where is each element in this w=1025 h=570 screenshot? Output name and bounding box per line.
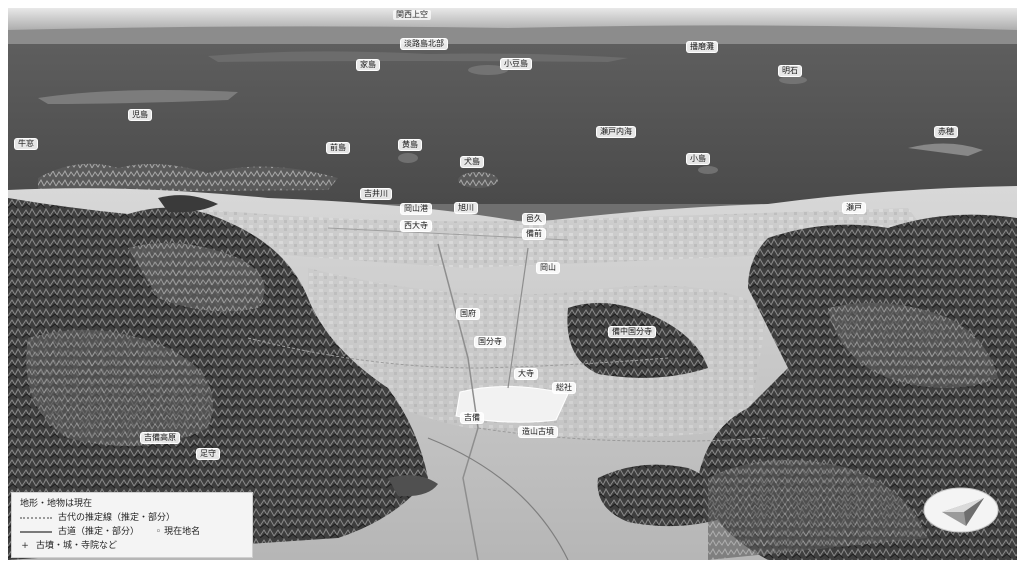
aerial-map: 関西上空 淡路島北部 小豆島 家島 播磨灘 明石 児島 牛窓 瀬戸内海 前島 黄…: [8, 8, 1017, 560]
place-label: 黄島: [398, 139, 422, 151]
place-label: 邑久: [522, 213, 546, 225]
legend-title: 地形・地物は現在: [20, 499, 93, 509]
place-label: 赤穂: [934, 126, 958, 138]
place-label: 小島: [686, 153, 710, 165]
place-label: 備前: [522, 228, 546, 240]
place-label: 備中国分寺: [608, 326, 656, 338]
place-label: 西大寺: [400, 220, 432, 232]
place-label: 吉井川: [360, 188, 392, 200]
north-arrow-icon: [923, 487, 999, 533]
mark-symbol-icon: ◦: [155, 527, 162, 537]
map-legend: 地形・地物は現在 古代の推定線（推定・部分） 古道（推定・部分） ◦ 現在地名 …: [11, 492, 253, 558]
place-label: 児島: [128, 109, 152, 121]
place-label: 造山古墳: [518, 426, 558, 438]
legend-label: 古道（推定・部分）: [58, 527, 140, 537]
place-label: 瀬戸: [842, 202, 866, 214]
place-label: 足守: [196, 448, 220, 460]
legend-row-dot: + 古墳・城・寺院など: [20, 539, 244, 553]
terrain-image: [8, 8, 1017, 560]
place-label: 吉備高原: [140, 432, 180, 444]
place-label: 大寺: [514, 368, 538, 380]
place-label: 吉備: [460, 412, 484, 424]
legend-label: 古墳・城・寺院など: [36, 541, 118, 551]
legend-row-solid: 古道（推定・部分） ◦ 現在地名: [20, 525, 244, 539]
legend-label: 古代の推定線（推定・部分）: [58, 513, 176, 523]
place-label: 旭川: [454, 202, 478, 214]
place-label: 家島: [356, 59, 380, 71]
place-label: 瀬戸内海: [596, 126, 636, 138]
place-label: 国府: [456, 308, 480, 320]
place-label: 明石: [778, 65, 802, 77]
dotted-line-swatch: [20, 516, 52, 519]
place-label: 岡山港: [400, 203, 432, 215]
place-label: 前島: [326, 142, 350, 154]
place-label: 播磨灘: [686, 41, 718, 53]
map-title: 関西上空: [393, 10, 431, 20]
place-label: 淡路島北部: [400, 38, 448, 50]
place-label: 牛窓: [14, 138, 38, 150]
legend-label: 現在地名: [164, 527, 201, 537]
place-label: 国分寺: [474, 336, 506, 348]
solid-line-swatch: [20, 530, 52, 533]
place-label: 岡山: [536, 262, 560, 274]
place-label: 小豆島: [500, 58, 532, 70]
plus-icon: +: [21, 541, 29, 551]
place-label: 犬島: [460, 156, 484, 168]
legend-row-dotted: 古代の推定線（推定・部分）: [20, 511, 244, 525]
place-label: 総社: [552, 382, 576, 394]
